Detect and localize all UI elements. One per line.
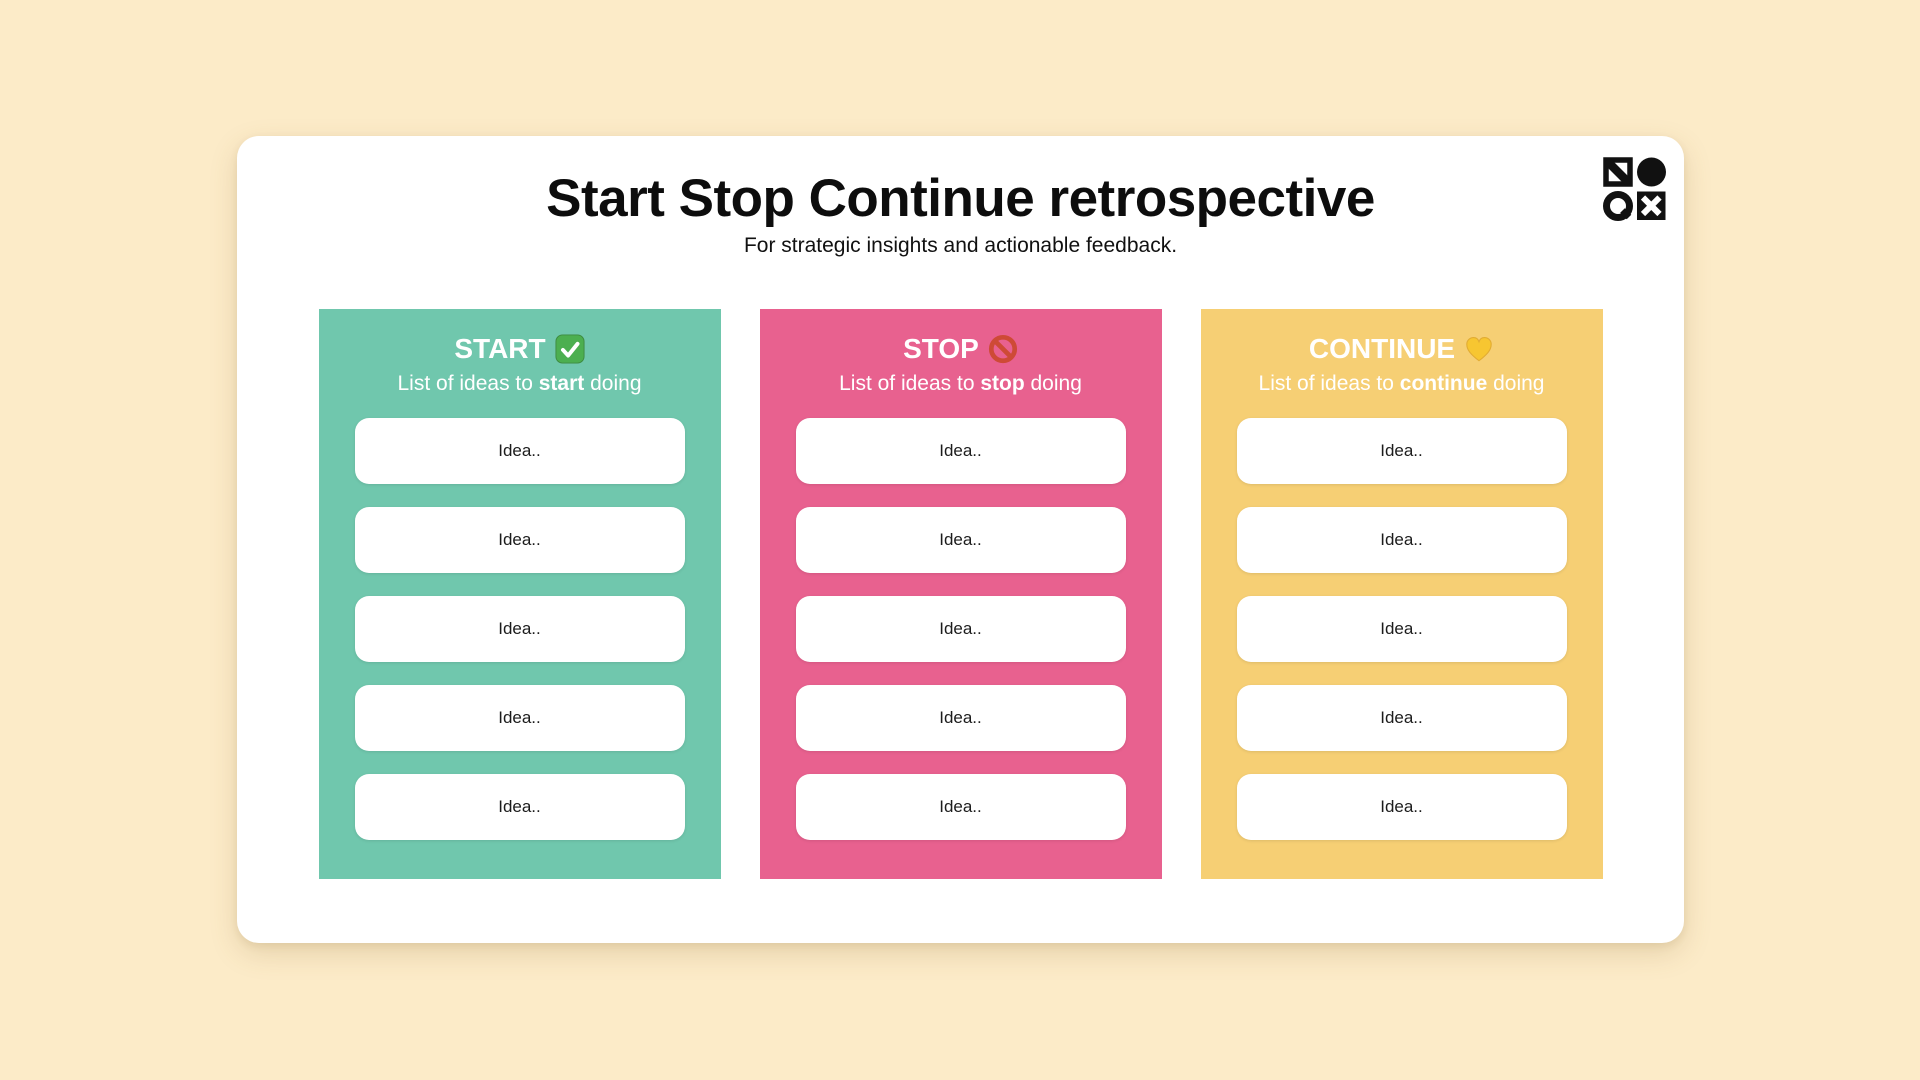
column-stop-title: STOP xyxy=(796,331,1126,367)
subtitle-prefix: List of ideas to xyxy=(397,372,539,395)
retrospective-board: Start Stop Continue retrospective For st… xyxy=(237,136,1684,943)
column-start: START List of ideas to start doing Idea.… xyxy=(318,309,721,879)
check-mark-button-icon xyxy=(555,334,585,364)
page-title: Start Stop Continue retrospective xyxy=(546,169,1375,228)
column-start-title: START xyxy=(355,331,685,367)
logo-graphic xyxy=(1603,157,1666,221)
subtitle-bold-word: continue xyxy=(1399,372,1488,395)
yellow-heart-icon xyxy=(1464,334,1494,364)
column-stop: STOP List of ideas to stop doing Idea.. … xyxy=(759,309,1162,879)
idea-card[interactable]: Idea.. xyxy=(1236,418,1567,484)
subtitle-prefix: List of ideas to xyxy=(839,372,981,395)
circle-shape xyxy=(1637,157,1666,187)
idea-card[interactable]: Idea.. xyxy=(1236,596,1567,662)
column-start-title-text: START xyxy=(454,333,546,364)
diagonal-square-shape xyxy=(1603,157,1633,187)
idea-card[interactable]: Idea.. xyxy=(354,774,685,840)
idea-card[interactable]: Idea.. xyxy=(795,507,1126,573)
column-start-subtitle: List of ideas to start doing xyxy=(355,370,685,397)
page-subtitle: For strategic insights and actionable fe… xyxy=(743,234,1178,257)
idea-card[interactable]: Idea.. xyxy=(1236,774,1567,840)
subtitle-suffix: doing xyxy=(1024,372,1082,395)
subtitle-bold-word: stop xyxy=(980,372,1025,395)
subtitle-suffix: doing xyxy=(584,372,642,395)
idea-card[interactable]: Idea.. xyxy=(795,774,1126,840)
columns-row: START List of ideas to start doing Idea.… xyxy=(237,309,1684,879)
subtitle-prefix: List of ideas to xyxy=(1258,372,1400,395)
idea-card[interactable]: Idea.. xyxy=(1236,685,1567,751)
idea-card[interactable]: Idea.. xyxy=(795,596,1126,662)
stop-cards: Idea.. Idea.. Idea.. Idea.. Idea.. xyxy=(795,418,1126,840)
idea-card[interactable]: Idea.. xyxy=(1236,507,1567,573)
idea-card[interactable]: Idea.. xyxy=(795,685,1126,751)
continue-cards: Idea.. Idea.. Idea.. Idea.. Idea.. xyxy=(1236,418,1567,840)
subtitle-bold-word: start xyxy=(538,372,585,395)
idea-card[interactable]: Idea.. xyxy=(354,418,685,484)
subtitle-suffix: doing xyxy=(1487,372,1545,395)
idea-card[interactable]: Idea.. xyxy=(354,596,685,662)
start-cards: Idea.. Idea.. Idea.. Idea.. Idea.. xyxy=(354,418,685,840)
column-continue: CONTINUE List of ideas to continue doing… xyxy=(1200,309,1603,879)
q-ring-shape xyxy=(1603,191,1633,221)
geometric-shapes-logo xyxy=(1603,157,1667,221)
column-continue-title: CONTINUE xyxy=(1237,331,1567,367)
column-stop-subtitle: List of ideas to stop doing xyxy=(796,370,1126,397)
idea-card[interactable]: Idea.. xyxy=(795,418,1126,484)
idea-card[interactable]: Idea.. xyxy=(354,507,685,573)
x-square-shape xyxy=(1637,191,1666,220)
column-continue-subtitle: List of ideas to continue doing xyxy=(1237,370,1567,397)
idea-card[interactable]: Idea.. xyxy=(354,685,685,751)
column-stop-title-text: STOP xyxy=(903,333,979,364)
column-continue-title-text: CONTINUE xyxy=(1308,333,1456,364)
prohibited-icon xyxy=(988,334,1018,364)
